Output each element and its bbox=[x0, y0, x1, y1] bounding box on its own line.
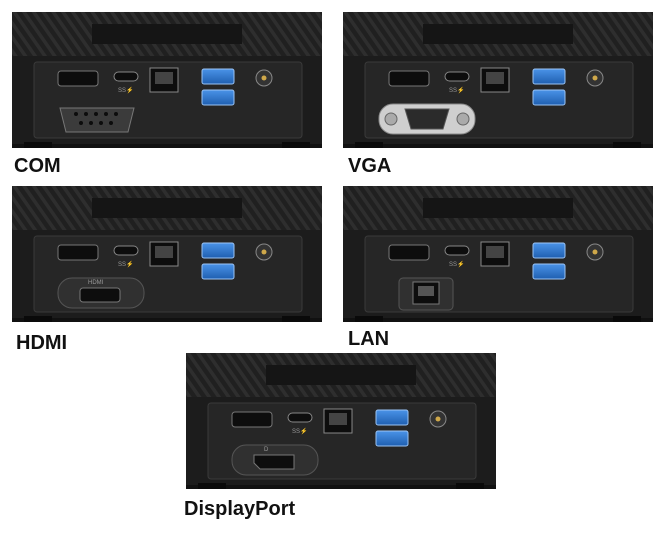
caption-lan: LAN bbox=[348, 328, 390, 350]
caption-com: COM bbox=[14, 155, 61, 177]
mini-pc-hdmi: HDMI bbox=[12, 186, 322, 336]
caption-vga: VGA bbox=[348, 155, 392, 177]
mini-pc-vga bbox=[343, 12, 653, 162]
caption-displayport: DisplayPort bbox=[184, 498, 296, 520]
svg-text:HDMI: HDMI bbox=[88, 280, 104, 286]
mini-pc-com bbox=[12, 12, 322, 162]
caption-hdmi: HDMI bbox=[16, 332, 68, 354]
extra-displayport-port: D bbox=[231, 444, 319, 476]
mini-pc-displayport: D bbox=[186, 353, 496, 503]
extra-hdmi-port: HDMI bbox=[57, 277, 145, 309]
serial-port bbox=[59, 107, 135, 133]
svg-text:D: D bbox=[264, 447, 269, 453]
mini-pc-lan bbox=[343, 186, 653, 336]
vga-port bbox=[378, 103, 476, 135]
extra-rj45-port bbox=[398, 277, 454, 311]
